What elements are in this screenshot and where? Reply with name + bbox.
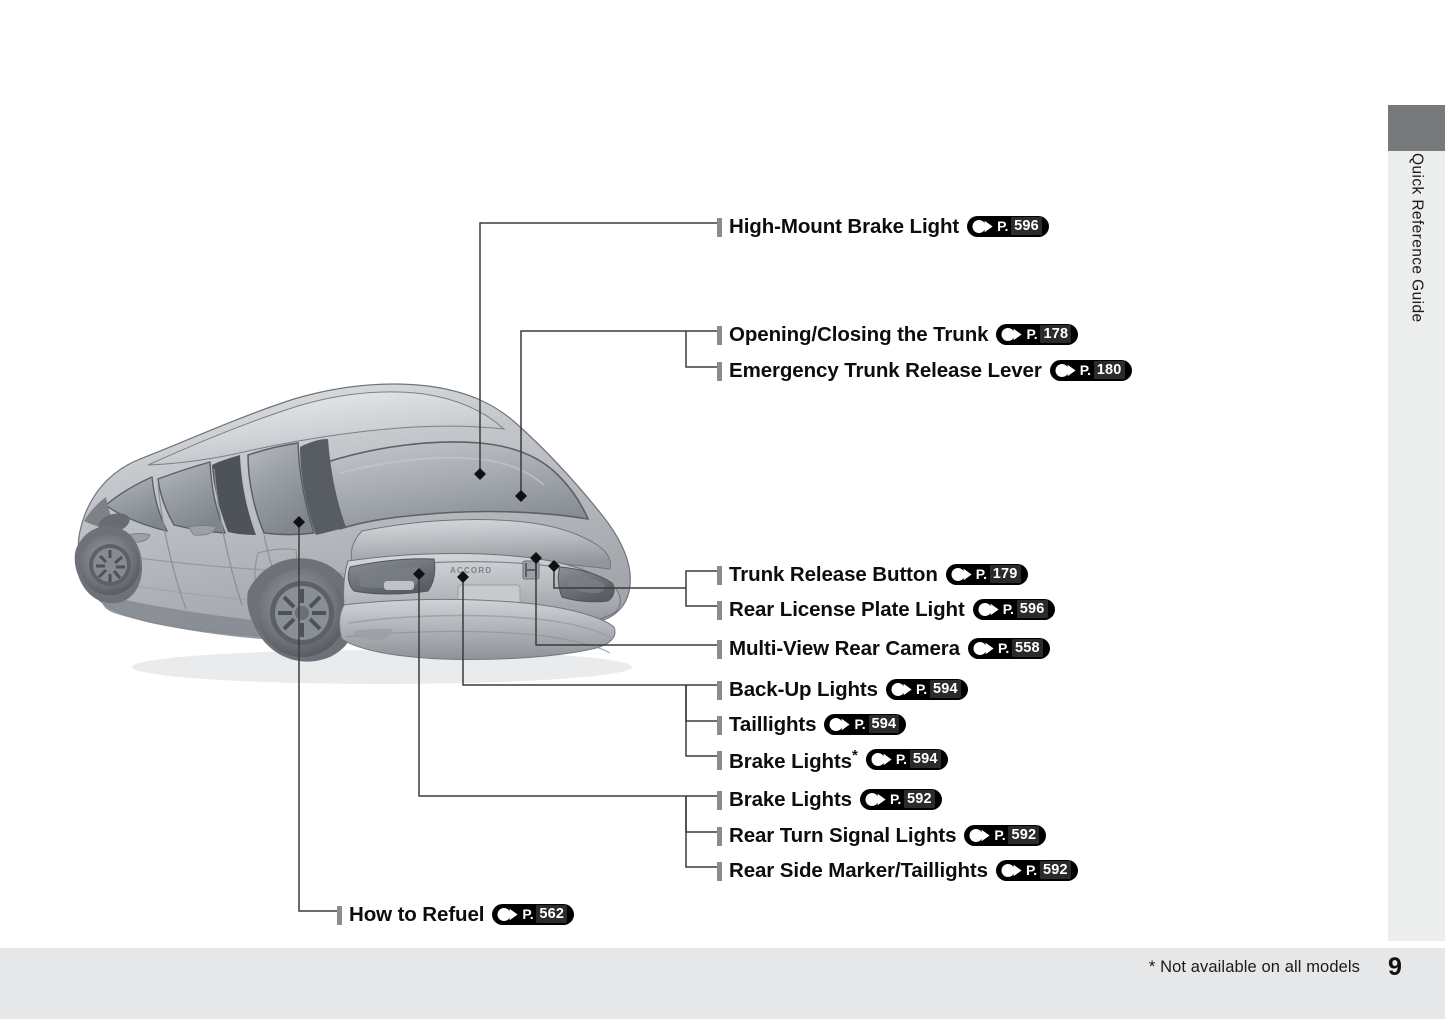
callout-label: Opening/Closing the Trunk bbox=[729, 322, 989, 346]
callout-taillights[interactable]: Taillights P. 594 bbox=[717, 712, 907, 738]
callout-trunk-release-button[interactable]: Trunk Release Button P. 179 bbox=[717, 562, 1028, 588]
page-ref-number: 594 bbox=[868, 714, 900, 734]
callout-label: Brake Lights* bbox=[729, 746, 858, 773]
callout-tick-icon bbox=[717, 361, 722, 381]
callout-rear-license-plate-light[interactable]: Rear License Plate Light P. 596 bbox=[717, 597, 1055, 623]
page-ref-badge[interactable]: P. 594 bbox=[824, 713, 907, 735]
right-arrow-icon bbox=[972, 219, 993, 233]
callout-label: Rear Side Marker/Taillights bbox=[729, 858, 988, 882]
page-ref-prefix: P. bbox=[975, 566, 987, 582]
page-footer bbox=[0, 948, 1445, 1019]
footnote-asterisk: * bbox=[851, 746, 858, 764]
page-ref-badge[interactable]: P. 592 bbox=[995, 859, 1078, 881]
callout-tick-icon bbox=[717, 715, 722, 735]
page-ref-prefix: P. bbox=[915, 681, 927, 697]
page-ref-badge[interactable]: P. 592 bbox=[964, 824, 1047, 846]
right-arrow-icon bbox=[1001, 863, 1022, 877]
page-ref-prefix: P. bbox=[1002, 601, 1014, 617]
callout-label: Multi-View Rear Camera bbox=[729, 636, 960, 660]
page-ref-badge[interactable]: P. 562 bbox=[492, 903, 575, 925]
page-ref-number: 592 bbox=[1040, 860, 1071, 880]
page-ref-badge[interactable]: P. 558 bbox=[967, 637, 1050, 659]
page-ref-prefix: P. bbox=[1025, 862, 1037, 878]
page-ref-badge[interactable]: P. 594 bbox=[865, 748, 948, 770]
right-arrow-icon bbox=[978, 602, 999, 616]
page-ref-number: 558 bbox=[1012, 638, 1043, 658]
callout-high-mount-brake-light[interactable]: High-Mount Brake Light P. 596 bbox=[717, 214, 1049, 240]
svg-text:ACCORD: ACCORD bbox=[450, 566, 492, 575]
page-number: 9 bbox=[1388, 953, 1402, 981]
page-ref-number: 596 bbox=[1011, 216, 1042, 236]
page-ref-badge[interactable]: P. 179 bbox=[945, 563, 1028, 585]
callout-label: Emergency Trunk Release Lever bbox=[729, 358, 1042, 382]
right-arrow-icon bbox=[951, 567, 972, 581]
callout-label: Trunk Release Button bbox=[729, 562, 938, 586]
page-ref-prefix: P. bbox=[997, 218, 1009, 234]
callout-tick-icon bbox=[717, 680, 722, 700]
callout-label: Rear License Plate Light bbox=[729, 597, 965, 621]
footnote-text: * Not available on all models bbox=[1148, 958, 1360, 976]
right-arrow-icon bbox=[871, 752, 892, 766]
right-arrow-icon bbox=[865, 792, 886, 806]
vehicle-rear-illustration: ACCORD bbox=[74, 383, 632, 684]
callout-opening-closing-the-trunk[interactable]: Opening/Closing the Trunk P. 178 bbox=[717, 322, 1079, 348]
page-ref-number: 592 bbox=[904, 789, 935, 809]
callout-rear-turn-signal-lights[interactable]: Rear Turn Signal Lights P. 592 bbox=[717, 823, 1047, 849]
callout-brake-lights[interactable]: Brake Lights P. 592 bbox=[717, 787, 942, 813]
side-tab-block bbox=[1388, 105, 1445, 151]
page-ref-number: 178 bbox=[1040, 324, 1072, 344]
page-ref-prefix: P. bbox=[997, 640, 1010, 656]
page-ref-prefix: P. bbox=[1026, 326, 1038, 342]
page-ref-prefix: P. bbox=[522, 906, 534, 922]
callout-label: How to Refuel bbox=[349, 902, 485, 926]
callout-tick-icon bbox=[717, 325, 722, 345]
page-ref-number: 594 bbox=[929, 679, 961, 699]
right-arrow-icon bbox=[973, 641, 994, 655]
callout-tick-icon bbox=[717, 826, 722, 846]
callout-tick-icon bbox=[717, 600, 722, 620]
callout-tick-icon bbox=[717, 750, 722, 770]
page-ref-number: 592 bbox=[1008, 825, 1040, 845]
page-ref-badge[interactable]: P. 596 bbox=[967, 215, 1049, 237]
callout-label: High-Mount Brake Light bbox=[729, 214, 960, 238]
callout-label: Taillights bbox=[729, 712, 817, 736]
page-ref-number: 179 bbox=[989, 564, 1021, 584]
callout-tick-icon bbox=[717, 565, 722, 585]
callout-tick-icon bbox=[717, 790, 722, 810]
page-ref-prefix: P. bbox=[994, 827, 1006, 843]
right-arrow-icon bbox=[829, 717, 851, 731]
callout-tick-icon bbox=[717, 639, 722, 659]
page-ref-badge[interactable]: P. 178 bbox=[996, 323, 1079, 345]
page-ref-number: 594 bbox=[909, 749, 941, 769]
callout-how-to-refuel[interactable]: How to Refuel P. 562 bbox=[337, 902, 575, 928]
callout-multi-view-rear-camera[interactable]: Multi-View Rear Camera P. 558 bbox=[717, 636, 1050, 662]
callout-label: Back-Up Lights bbox=[729, 677, 878, 701]
page-ref-number: 180 bbox=[1093, 360, 1125, 380]
callout-back-up-lights[interactable]: Back-Up Lights P. 594 bbox=[717, 677, 968, 703]
callout-brake-lights-starred[interactable]: Brake Lights* P. 594 bbox=[717, 747, 948, 773]
page-ref-number: 596 bbox=[1016, 599, 1048, 619]
callout-emergency-trunk-release-lever[interactable]: Emergency Trunk Release Lever P. 180 bbox=[717, 358, 1132, 384]
page-ref-number: 562 bbox=[536, 904, 568, 924]
right-arrow-icon bbox=[1055, 363, 1076, 377]
right-arrow-icon bbox=[969, 828, 991, 842]
page-ref-badge[interactable]: P. 180 bbox=[1049, 359, 1132, 381]
side-tab-strip bbox=[1388, 105, 1445, 941]
page-ref-prefix: P. bbox=[854, 716, 866, 732]
callout-tick-icon bbox=[717, 861, 722, 881]
right-arrow-icon bbox=[1001, 327, 1023, 341]
page-ref-badge[interactable]: P. 594 bbox=[885, 678, 968, 700]
page-ref-badge[interactable]: P. 592 bbox=[859, 788, 942, 810]
callout-rear-side-marker-taillights[interactable]: Rear Side Marker/Taillights P. 592 bbox=[717, 858, 1078, 884]
right-arrow-icon bbox=[891, 682, 912, 696]
right-arrow-icon bbox=[497, 907, 518, 921]
page-ref-prefix: P. bbox=[895, 751, 907, 767]
callout-label: Brake Lights bbox=[729, 787, 852, 811]
page-ref-badge[interactable]: P. 596 bbox=[972, 598, 1055, 620]
callout-tick-icon bbox=[337, 905, 342, 925]
page-ref-prefix: P. bbox=[1079, 362, 1091, 378]
page-ref-prefix: P. bbox=[889, 791, 902, 807]
callout-label: Rear Turn Signal Lights bbox=[729, 823, 957, 847]
callout-tick-icon bbox=[717, 217, 722, 237]
